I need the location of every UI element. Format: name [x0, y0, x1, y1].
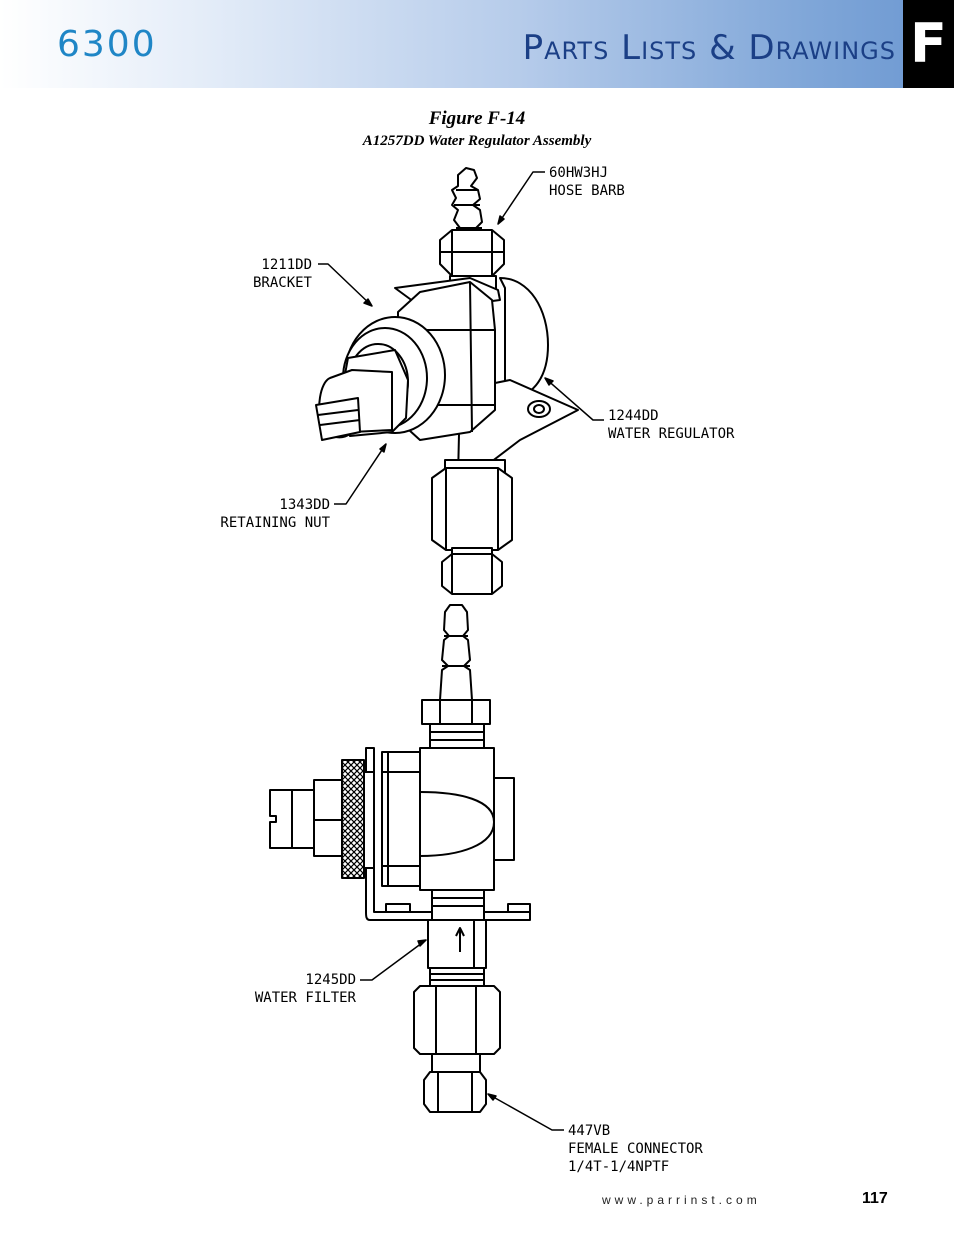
bracket-code: 1211DD: [261, 257, 312, 273]
page-number: 117: [862, 1190, 888, 1207]
footer-url[interactable]: www.parrinst.com: [602, 1193, 761, 1207]
female-connector-spec: 1/4T-1/4NPTF: [568, 1159, 670, 1175]
model-number: 6300: [57, 24, 157, 65]
callout-bracket: 1211DD BRACKET: [238, 256, 312, 292]
front-view: [269, 604, 531, 1113]
female-connector-front: [423, 1071, 487, 1113]
hose-barb-name: HOSE BARB: [549, 183, 625, 199]
section-tab: F: [903, 0, 954, 88]
leader-lines: [318, 171, 604, 1131]
bracket-name: BRACKET: [252, 275, 312, 291]
callout-water-filter: 1245DD WATER FILTER: [240, 971, 356, 1007]
figure-title: Figure F-14: [428, 108, 526, 129]
regulator-body-front: [419, 747, 495, 891]
callout-water-regulator: 1244DD WATER REGULATOR: [608, 407, 734, 443]
retaining-nut-name: RETAINING NUT: [220, 515, 330, 531]
knurled-knob: [341, 759, 365, 879]
callout-hose-barb: 60HW3HJ HOSE BARB: [549, 164, 625, 200]
callout-female-connector: 447VB FEMALE CONNECTOR 1/4T-1/4NPTF: [568, 1122, 703, 1176]
female-connector-name: FEMALE CONNECTOR: [568, 1141, 703, 1157]
hose-barb-code: 60HW3HJ: [549, 165, 609, 181]
retaining-nut-code: 1343DD: [279, 497, 330, 513]
water-regulator-name: WATER REGULATOR: [608, 426, 735, 442]
figure-subtitle: A1257DD Water Regulator Assembly: [362, 133, 592, 149]
water-regulator-code: 1244DD: [608, 408, 659, 424]
page-header: 6300 Parts Lists & Drawings F: [0, 0, 954, 88]
section-title: Parts Lists & Drawings: [522, 28, 896, 68]
isometric-view: [315, 167, 579, 595]
callout-retaining-nut: 1343DD RETAINING NUT: [200, 496, 330, 532]
water-filter-name: WATER FILTER: [254, 990, 356, 1006]
female-connector-code: 447VB: [568, 1123, 611, 1139]
water-filter-code: 1245DD: [305, 972, 356, 988]
water-filter-front: [427, 919, 487, 969]
hose-barb-front: [439, 604, 473, 701]
